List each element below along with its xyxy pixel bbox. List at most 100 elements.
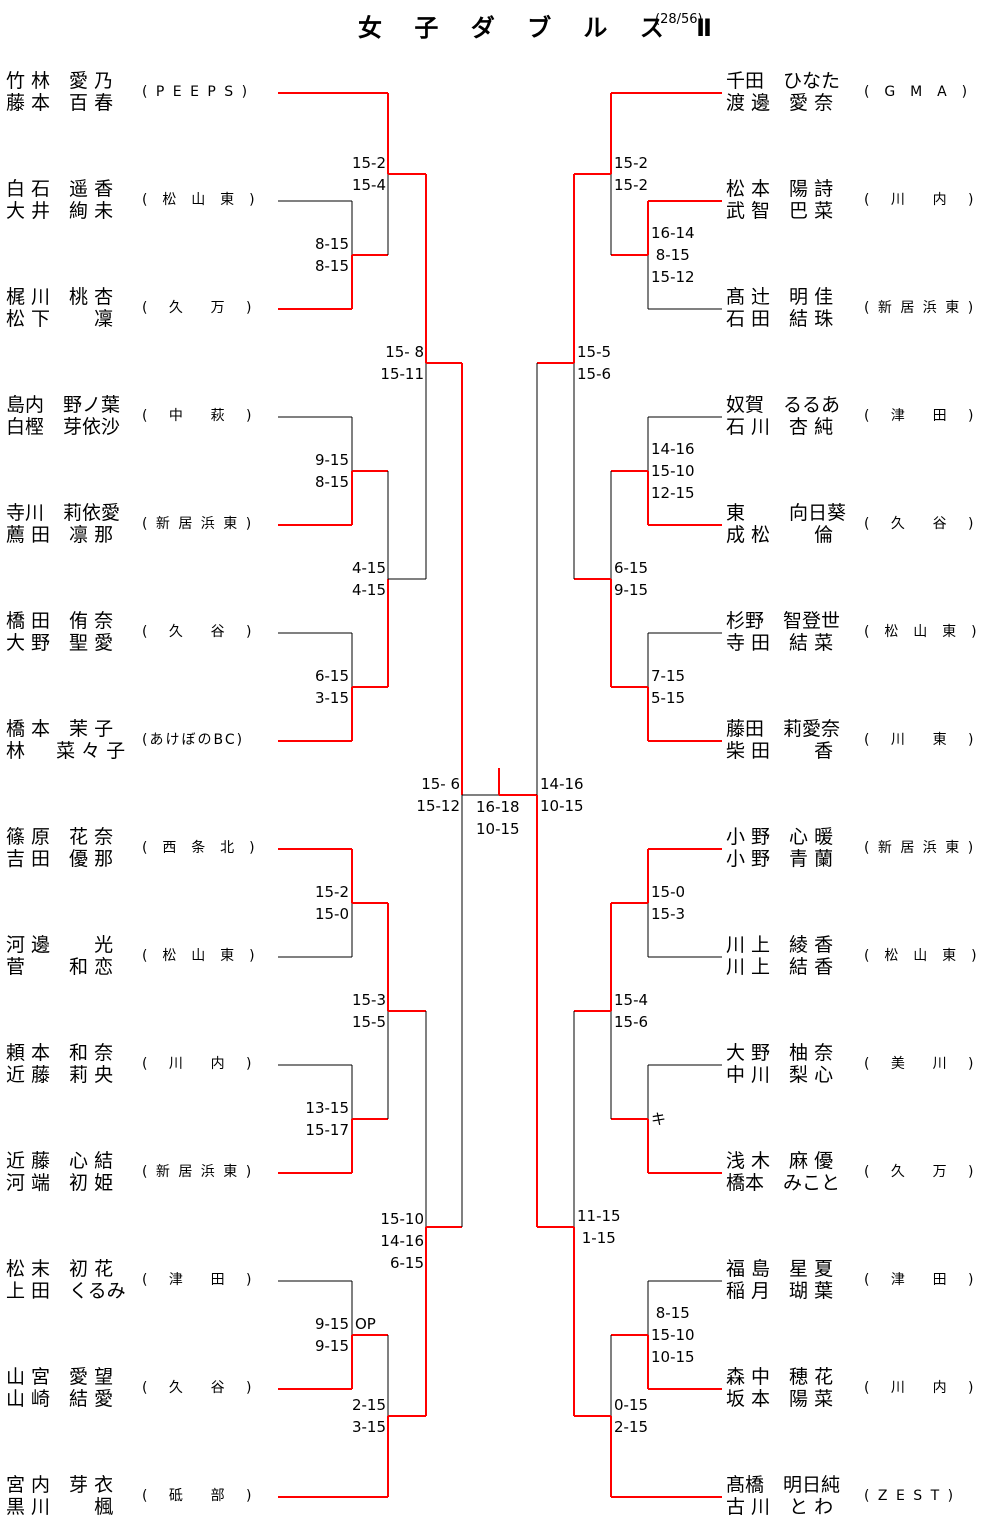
player-name: 竹 林 愛 乃 [6,70,114,92]
player-name: 千田 ひなた [726,70,841,92]
player-name: 橋 本 茉 子 [6,718,114,740]
game-score: 4-15 [351,581,386,599]
player-name: 古 川 と わ [726,1496,834,1518]
game-score: キ [651,1110,667,1128]
match-score: キ [651,1108,666,1130]
player-name: 福 島 星 夏 [726,1258,834,1280]
player-name: 上 田 くるみ [6,1280,126,1302]
game-score: 15-0 [651,883,686,901]
player-name: 渡 邊 愛 奈 [726,92,834,114]
game-score: 15-4 [614,991,649,1009]
game-score: 8-15 [651,1304,690,1322]
player-name: 松 本 陽 詩 [726,178,834,200]
club-name: ( 津 田 ) [864,408,976,424]
club-name: ( 久 谷 ) [142,1380,254,1396]
game-score: 13-15 [305,1099,349,1117]
club-name: ( G M A ) [864,84,970,100]
game-score: 1-15 [577,1229,616,1247]
club-name: ( 久 谷 ) [142,624,254,640]
player-name: 髙橋 明日純 [726,1474,841,1496]
player-name: 山 崎 結 愛 [6,1388,114,1410]
player-name: 島内 野ノ葉 [6,394,121,416]
game-score: 3-15 [351,1418,386,1436]
club-name: ( 松 山 東 ) [864,948,979,964]
right-entry: 藤田 莉愛奈柴 田 香( 川 東 ) [726,718,1001,762]
player-name: 山 宮 愛 望 [6,1366,114,1388]
left-entry: 松 末 初 花上 田 くるみ( 津 田 ) [0,1258,276,1302]
game-score: 11-15 [577,1207,621,1225]
player-name: 髙 辻 明 佳 [726,286,834,308]
player-name: 宮 内 芽 衣 [6,1474,114,1496]
club-name: ( 美 川 ) [864,1056,976,1072]
left-entry: 島内 野ノ葉白樫 芽依沙( 中 萩 ) [0,394,276,438]
player-name: 藤 本 百 春 [6,92,114,114]
right-entry: 川 上 綾 香川 上 結 香( 松 山 東 ) [726,934,1001,978]
player-name: 石 川 杏 純 [726,416,834,438]
game-score: 15-10 [651,462,695,480]
left-entry: 寺川 莉依愛薦 田 凛 那( 新 居 浜 東 ) [0,502,276,546]
game-score: 6-15 [389,1254,424,1272]
player-name: 梶 川 桃 杏 [6,286,114,308]
game-score: 8-15 [314,235,349,253]
game-score: 15-12 [416,797,460,815]
player-name: 近 藤 心 結 [6,1150,114,1172]
left-entry: 河 邊 光菅 和 恋( 松 山 東 ) [0,934,276,978]
game-score: 15-2 [614,154,649,172]
player-name: 坂 本 陽 菜 [726,1388,834,1410]
right-entry: 浅 木 麻 優橋本 みこと( 久 万 ) [726,1150,1001,1194]
right-entry: 髙 辻 明 佳石 田 結 珠( 新 居 浜 東 ) [726,286,1001,330]
game-score: OP [355,1315,376,1333]
player-name: 石 田 結 珠 [726,308,834,330]
player-name: 柴 田 香 [726,740,834,762]
player-name: 大 野 柚 奈 [726,1042,834,1064]
player-name: 小 野 心 暖 [726,826,834,848]
left-entry: 山 宮 愛 望山 崎 結 愛 ( 久 谷 ) [0,1366,276,1410]
right-entry: 杉野 智登世寺 田 結 菜( 松 山 東 ) [726,610,1001,654]
game-score: 8-15 [314,473,349,491]
game-score: 15-2 [351,154,386,172]
player-name: 川 上 綾 香 [726,934,834,956]
match-score: 13-15 15-17 [305,1097,349,1141]
player-name: 白樫 芽依沙 [6,416,121,438]
club-name: ( 新 居 浜 東 ) [864,840,976,856]
game-score: 16-14 [651,224,695,242]
club-name: ( 松 山 東 ) [142,192,257,208]
game-score: 15-6 [577,365,612,383]
right-entry: 奴賀 るるあ石 川 杏 純( 津 田 ) [726,394,1001,438]
player-name: 黒 川 楓 [6,1496,114,1518]
game-score: 15-5 [577,343,612,361]
game-score: 9-15 [314,1337,349,1355]
page-title: 女 子 ダ ブ ル ス Ⅱ [358,14,724,42]
right-entry: 小 野 心 暖小 野 青 蘭( 新 居 浜 東 ) [726,826,1001,870]
player-name: 河 端 初 姫 [6,1172,114,1194]
player-name: 吉 田 優 那 [6,848,114,870]
game-score: 14-16 [651,440,695,458]
right-entry: 福 島 星 夏稲 月 瑚 葉( 津 田 ) [726,1258,1001,1302]
player-name: 大 野 聖 愛 [6,632,114,654]
game-score: 5-15 [651,689,686,707]
game-score: 15-11 [380,365,424,383]
club-name: ( 久 万 ) [142,300,254,316]
left-entry: 篠 原 花 奈吉 田 優 那( 西 条 北 ) [0,826,276,870]
game-score: 10-15 [476,820,520,838]
left-entry: 近 藤 心 結河 端 初 姫( 新 居 浜 東 ) [0,1150,276,1194]
player-name: 寺 田 結 菜 [726,632,834,654]
draw-count: (28/56) [655,12,703,27]
player-name: 寺川 莉依愛 [6,502,121,524]
game-score: 9-15 [314,1315,349,1333]
left-entry: 橋 田 侑 奈大 野 聖 愛( 久 谷 ) [0,610,276,654]
club-name: ( 久 万 ) [864,1164,976,1180]
game-score: 15-17 [305,1121,349,1139]
player-name: 薦 田 凛 那 [6,524,114,546]
game-score: 15-3 [351,991,386,1009]
